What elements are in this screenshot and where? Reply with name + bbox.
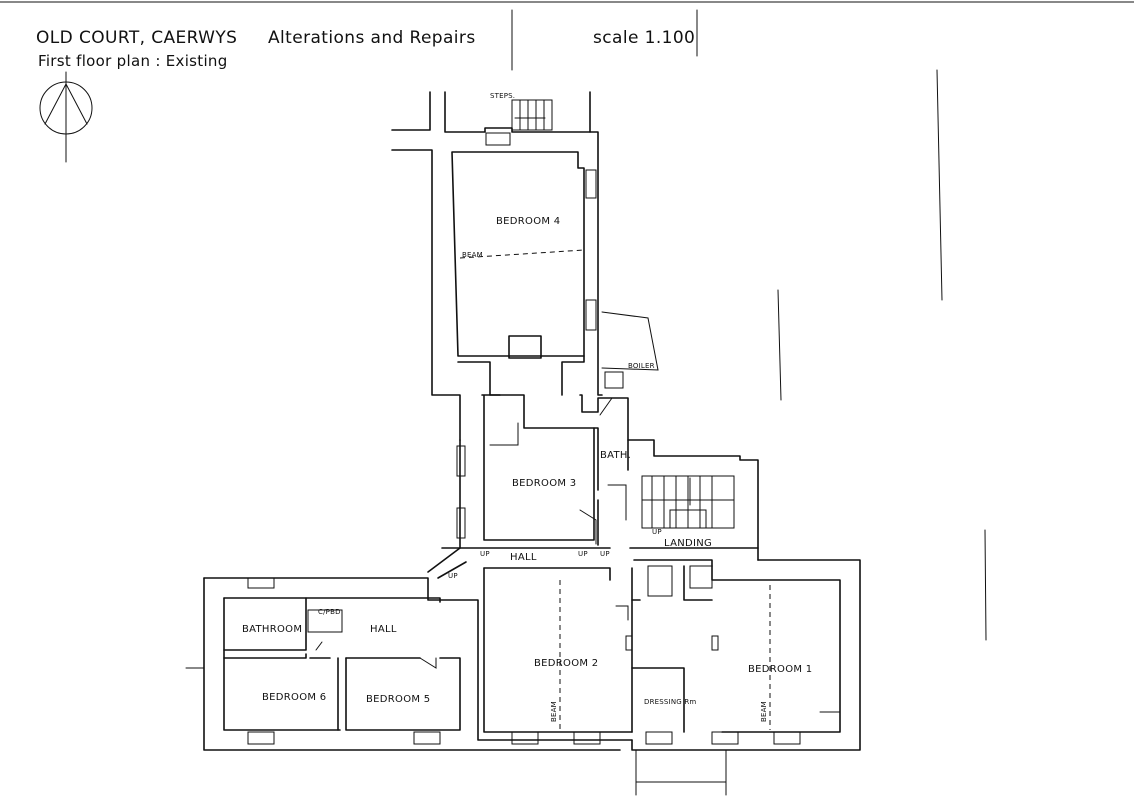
project-subject: Alterations and Repairs bbox=[268, 28, 476, 48]
label-hall-lower: HALL bbox=[370, 624, 397, 635]
label-cupboard: C/PBD bbox=[318, 608, 341, 616]
label-boiler: BOILER bbox=[628, 362, 655, 370]
margin-mark bbox=[936, 69, 943, 301]
bottom-porch bbox=[635, 749, 727, 796]
bedroom-4-walls bbox=[391, 91, 659, 441]
hall-corridor-walls bbox=[427, 547, 759, 597]
margin-mark-2 bbox=[777, 289, 782, 401]
label-beam-bedroom-4: BEAM bbox=[462, 251, 483, 259]
staircase bbox=[641, 475, 735, 529]
bedroom-3-walls bbox=[441, 371, 759, 561]
external-steps bbox=[511, 99, 553, 131]
label-steps: STEPS. bbox=[490, 92, 515, 100]
label-up-hall-2: UP bbox=[578, 550, 588, 558]
chimney-breast bbox=[508, 335, 542, 359]
label-bedroom-5: BEDROOM 5 bbox=[366, 694, 430, 705]
title-block: OLD COURT, CAERWYS Alterations and Repai… bbox=[0, 0, 1134, 80]
project-title: OLD COURT, CAERWYS bbox=[36, 28, 238, 48]
margin-mark-3 bbox=[984, 529, 987, 641]
label-up-hall: UP bbox=[480, 550, 490, 558]
label-bath: BATH. bbox=[600, 450, 631, 461]
label-up-hall-3: UP bbox=[600, 550, 610, 558]
label-hall-upper: HALL bbox=[510, 552, 537, 563]
drawing-title: First floor plan : Existing bbox=[38, 52, 228, 70]
label-dressing-room: DRESSING Rm bbox=[644, 698, 696, 706]
label-bedroom-6: BEDROOM 6 bbox=[262, 692, 326, 703]
label-bedroom-3: BEDROOM 3 bbox=[512, 478, 576, 489]
label-bedroom-2: BEDROOM 2 bbox=[534, 658, 598, 669]
label-landing: LANDING bbox=[664, 538, 712, 549]
label-bathroom: BATHROOM bbox=[242, 624, 302, 635]
south-range-walls bbox=[185, 559, 861, 751]
label-beam-bedroom-2: BEAM bbox=[550, 701, 558, 722]
label-beam-bedroom-1: BEAM bbox=[760, 701, 768, 722]
label-up-landing: UP bbox=[652, 528, 662, 536]
label-up-west: UP bbox=[448, 572, 458, 580]
label-bedroom-4: BEDROOM 4 bbox=[496, 216, 560, 227]
label-bedroom-1: BEDROOM 1 bbox=[748, 664, 812, 675]
north-arrow-icon bbox=[39, 71, 93, 163]
drawing-scale: scale 1.100 bbox=[593, 28, 696, 48]
